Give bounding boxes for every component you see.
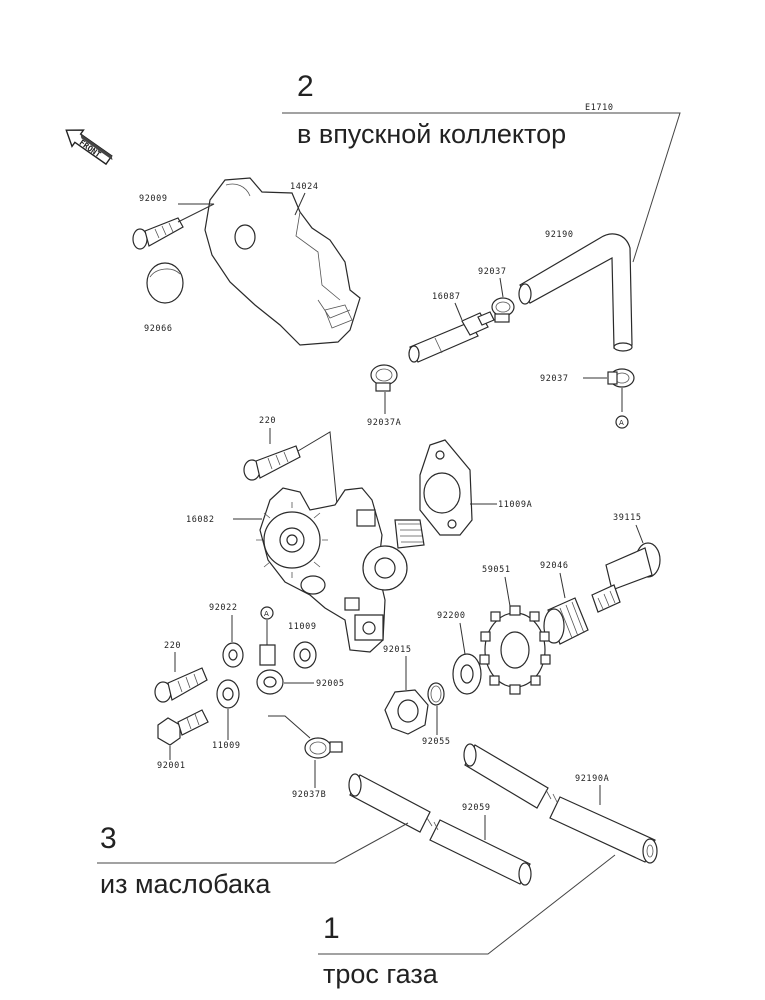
front-arrow-icon: FRONT bbox=[65, 129, 113, 166]
hose-92190A-part bbox=[463, 743, 658, 864]
bearing-92046-part bbox=[543, 597, 589, 645]
part-92190A-label: 92190A bbox=[575, 774, 609, 784]
clamp-92037B-part bbox=[304, 737, 343, 759]
callout-2-number: 2 bbox=[297, 70, 314, 103]
callout-3-leader bbox=[97, 822, 409, 864]
hose-92059-part bbox=[348, 773, 532, 886]
part-92046-label: 92046 bbox=[540, 561, 569, 571]
part-14024-label: 14024 bbox=[290, 182, 319, 192]
callout-1-number: 1 bbox=[323, 912, 340, 945]
part-92009-label: 92009 bbox=[139, 194, 168, 204]
callout-3-number: 3 bbox=[100, 822, 117, 855]
part-92037-right-label: 92037 bbox=[540, 374, 569, 384]
part-92059-label: 92059 bbox=[462, 803, 491, 813]
part-220-bottom-label: 220 bbox=[164, 641, 181, 651]
part-92066-label: 92066 bbox=[144, 324, 173, 334]
part-59051-label: 59051 bbox=[482, 565, 511, 575]
part-16087-label: 16087 bbox=[432, 292, 461, 302]
shaft-39115-part bbox=[591, 542, 661, 613]
diagram-code: E1710 bbox=[585, 103, 614, 113]
shaft-16087-part bbox=[408, 311, 495, 363]
part-92037B-label: 92037B bbox=[292, 790, 326, 800]
ref-marker-a-right-text: A bbox=[619, 419, 624, 427]
bolt-92001-part bbox=[157, 709, 209, 746]
clamp-92037-right-part bbox=[607, 368, 635, 388]
bolt-220-bottom-part bbox=[154, 667, 208, 703]
ref-marker-a-left-text: A bbox=[264, 610, 269, 618]
washer-92022-part bbox=[222, 642, 244, 668]
ref-marker-a-right bbox=[615, 415, 629, 429]
callout-1-leader bbox=[318, 854, 616, 955]
part-11009A-label: 11009A bbox=[498, 500, 532, 510]
fitting-92005-part: A bbox=[256, 606, 284, 695]
part-11009-bottom-label: 11009 bbox=[212, 741, 241, 751]
part-92015-label: 92015 bbox=[383, 645, 412, 655]
part-92200-label: 92200 bbox=[437, 611, 466, 621]
part-11009-mid-label: 11009 bbox=[288, 622, 317, 632]
clamp-92037-top-part bbox=[491, 297, 515, 323]
part-92005-label: 92005 bbox=[316, 679, 345, 689]
o-ring-92055-part bbox=[427, 682, 445, 706]
washer-11009-bottom-part bbox=[216, 679, 240, 709]
part-92037A-label: 92037A bbox=[367, 418, 401, 428]
gasket-11009A-part bbox=[419, 439, 473, 536]
part-220-top-label: 220 bbox=[259, 416, 276, 426]
part-16082-label: 16082 bbox=[186, 515, 215, 525]
callout-1-text: трос газа bbox=[323, 959, 439, 989]
washer-92200-part bbox=[452, 653, 482, 695]
screw-92009-part bbox=[132, 217, 184, 250]
clamp-92037A-part bbox=[370, 364, 398, 392]
part-92037-top-label: 92037 bbox=[478, 267, 507, 277]
part-92022-label: 92022 bbox=[209, 603, 238, 613]
gear-59051-part bbox=[479, 605, 551, 695]
hose-92190-part bbox=[518, 233, 633, 352]
nut-92015-part bbox=[384, 689, 429, 735]
part-92055-label: 92055 bbox=[422, 737, 451, 747]
oil-pump-body-part bbox=[256, 487, 425, 653]
callout-2-text: в впускной коллектор bbox=[297, 119, 566, 149]
part-39115-label: 39115 bbox=[613, 513, 642, 523]
callout-2-leader bbox=[282, 112, 681, 263]
washer-11009-mid-part bbox=[293, 641, 317, 669]
part-92001-label: 92001 bbox=[157, 761, 186, 771]
pump-cover-part bbox=[204, 177, 361, 346]
part-92190-label: 92190 bbox=[545, 230, 574, 240]
bolt-220-top-part bbox=[243, 445, 301, 481]
cap-92066-part bbox=[146, 262, 184, 304]
callout-3-text: из маслобака bbox=[100, 869, 271, 899]
